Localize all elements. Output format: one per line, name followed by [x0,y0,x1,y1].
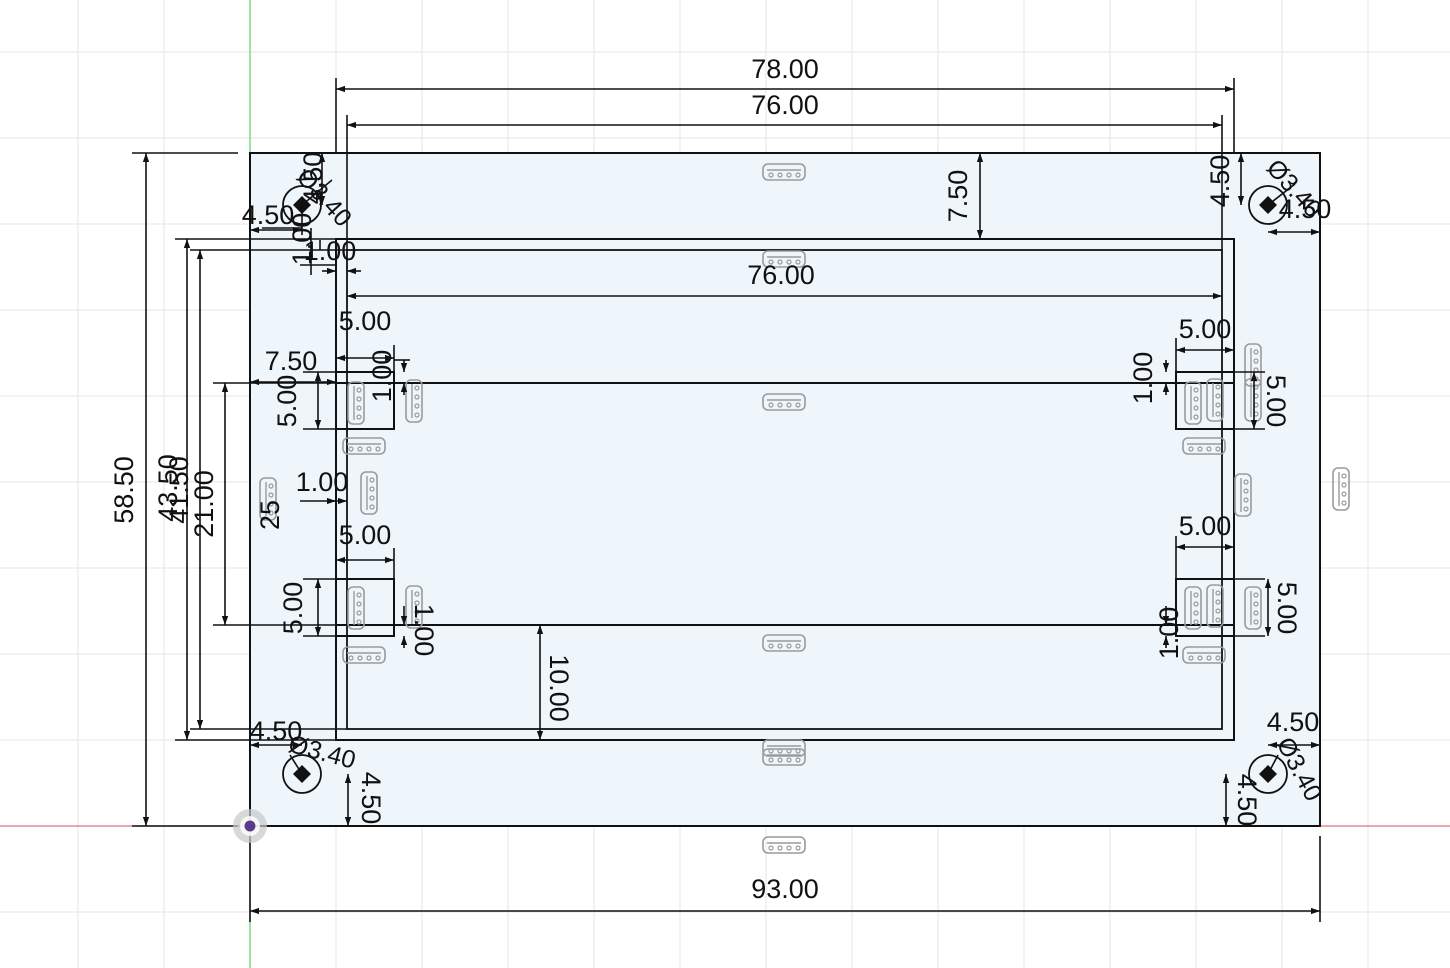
dim-tab-gap-top-left[interactable]: 1.00 [367,350,397,403]
dim-hole-offset-tl-x[interactable]: 4.50 [242,200,295,230]
dim-tab-width-bottom-right[interactable]: 5.00 [1179,511,1232,541]
dimension-lines [132,78,1321,922]
dim-inner-pocket-width-mid[interactable]: 76.00 [747,260,815,290]
horizontal-constraint-icon [762,836,806,854]
dim-outer-pocket-width[interactable]: 78.00 [751,54,819,84]
dim-wall-thickness-left[interactable]: 1.00 [296,467,349,497]
plate-outline[interactable] [249,152,1321,827]
dim-slot-height[interactable]: 21.00 [189,470,219,538]
dim-partial-label-left[interactable]: 25 [255,500,285,530]
dim-pocket-height-outer[interactable]: 43.50 [153,454,183,522]
dim-pocket-height-inner[interactable]: 41.50 [164,456,194,524]
dim-hole-offset-tr-y[interactable]: 4.50 [1205,155,1235,208]
dim-tab-width-top-left[interactable]: 5.00 [339,306,392,336]
dim-hole-offset-tl-y[interactable]: 4.50 [298,152,328,205]
dim-left-offset[interactable]: 7.50 [265,346,318,376]
dim-hole-offset-tr-x[interactable]: 4.50 [1279,194,1332,224]
dim-tab-height-bottom-left[interactable]: 5.00 [278,582,308,635]
dimension-labels: 93.00 78.00 76.00 76.00 58.50 43.50 41.5… [109,54,1331,904]
tab-top-right[interactable] [1175,371,1235,430]
dim-hole-offset-bl-y[interactable]: 4.50 [356,772,386,825]
tab-bottom-left[interactable] [335,578,395,637]
dim-hole-offset-br-y[interactable]: 4.50 [1232,774,1262,827]
dim-tab-height-top-left[interactable]: 5.00 [272,375,302,428]
dim-top-margin[interactable]: 7.50 [943,170,973,223]
origin-point-icon[interactable] [233,809,267,843]
dim-tab-width-bottom-left[interactable]: 5.00 [339,520,392,550]
dim-tab-height-top-right[interactable]: 5.00 [1261,375,1291,428]
dim-wall-thickness-side[interactable]: 1.00 [287,213,317,266]
dim-overall-width[interactable]: 93.00 [751,874,819,904]
dim-hole-offset-br-x[interactable]: 4.50 [1267,707,1320,737]
dim-tab-width-top-right[interactable]: 5.00 [1179,314,1232,344]
pocket-inner-rect[interactable] [346,249,1223,730]
dim-overall-height[interactable]: 58.50 [109,456,139,524]
dim-hole-offset-bl-x[interactable]: 4.50 [250,716,303,746]
dim-tab-gap-bottom-left[interactable]: 1.00 [409,604,439,657]
tab-top-left[interactable] [335,371,395,430]
dim-tab-height-bottom-right[interactable]: 5.00 [1272,582,1302,635]
dim-inner-pocket-width-top[interactable]: 76.00 [751,90,819,120]
dim-slot-to-bottom[interactable]: 10.00 [544,654,574,722]
tab-bottom-right[interactable] [1175,578,1235,637]
dim-tab-gap-top-right[interactable]: 1.00 [1128,352,1158,405]
dim-tab-gap-bottom-right[interactable]: 1.00 [1154,607,1184,660]
dim-wall-thickness-top[interactable]: 1.00 [304,236,357,266]
vertical-constraint-icon [1332,467,1350,511]
